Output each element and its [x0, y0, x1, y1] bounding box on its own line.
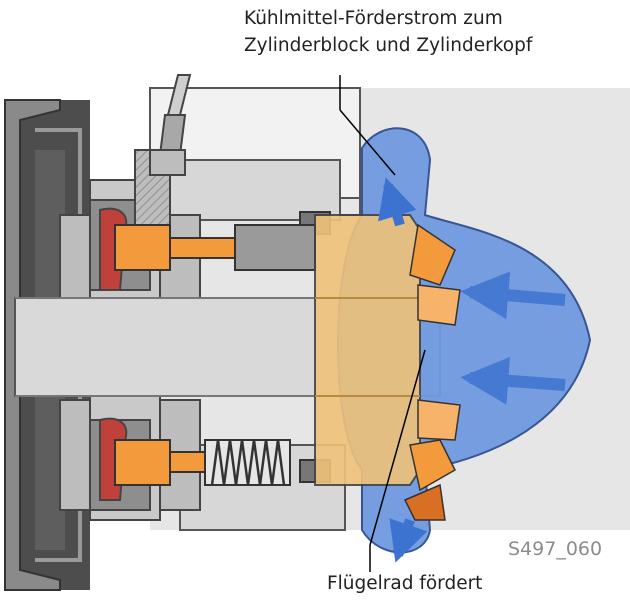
callout-line-1: Kühlmittel-Förderstrom zum	[244, 8, 503, 29]
impeller-callout: Flügelrad fördert	[327, 573, 483, 594]
coolant-flow-callout: Kühlmittel-Förderstrom zum Zylinderblock…	[244, 5, 532, 59]
callout-line-2: Zylinderblock und Zylinderkopf	[244, 35, 533, 56]
impeller	[403, 223, 461, 521]
regulating-slider	[314, 214, 421, 486]
flow-arrows	[378, 177, 566, 563]
figure-id: S497_060	[508, 538, 603, 560]
control-piston	[114, 224, 316, 486]
return-spring	[204, 439, 291, 486]
leader-lines	[339, 75, 426, 572]
vacuum-connector	[149, 74, 192, 176]
